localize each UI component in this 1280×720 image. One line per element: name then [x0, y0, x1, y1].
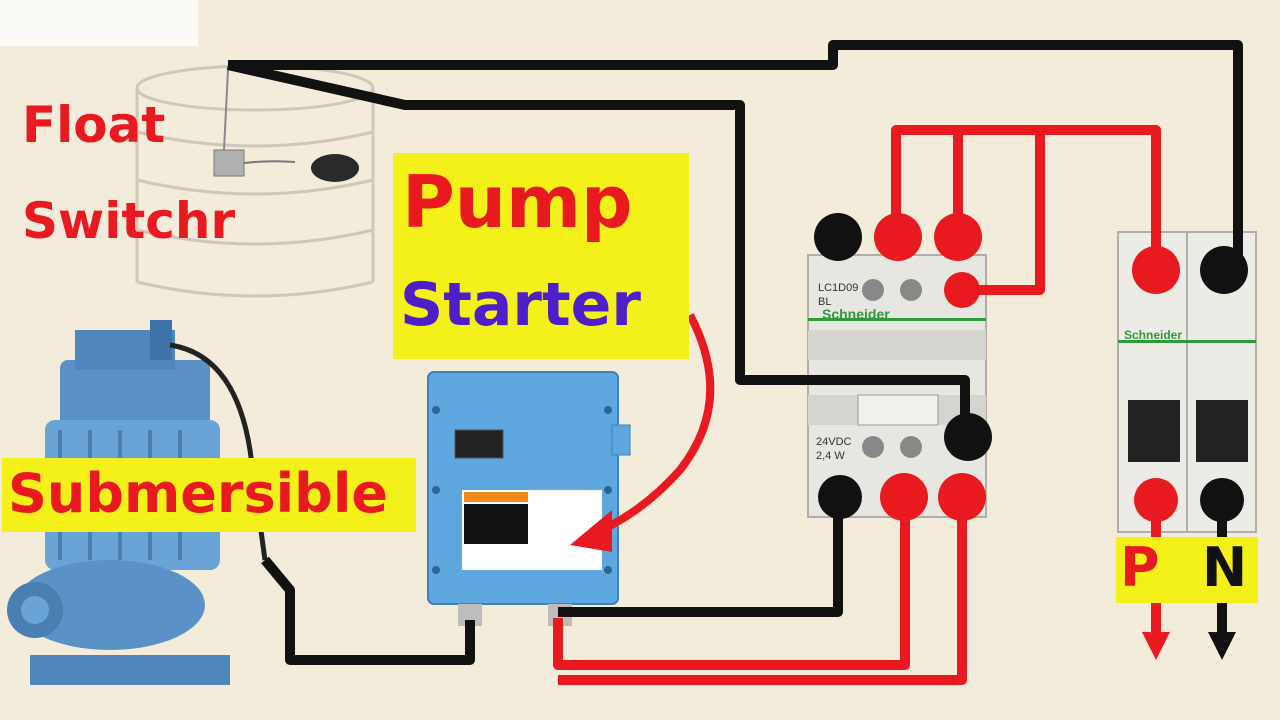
contactor-model-line2: BL — [818, 296, 832, 308]
float-switch-icon — [213, 69, 359, 182]
neutral-label: N — [1202, 536, 1248, 599]
pump-starter-highlight — [393, 153, 689, 359]
phase-label: P — [1120, 536, 1160, 599]
starter-label: Starter — [400, 270, 641, 340]
pointer-arrow — [570, 313, 715, 552]
contactor-coil-line2: 2,4 W — [816, 450, 845, 462]
float-switch-label-line1: Float — [22, 96, 166, 154]
red-wires — [553, 125, 1161, 685]
submersible-label: Submersible — [8, 462, 388, 525]
output-arrows — [1142, 632, 1236, 660]
submersible-pump-illustration — [7, 320, 268, 685]
submersible-highlight — [2, 458, 416, 532]
pump-label: Pump — [402, 160, 633, 244]
contactor-model-line1: LC1D09 — [818, 282, 859, 294]
terminal-dots — [814, 213, 1248, 522]
breaker-brand: Schneider — [1124, 328, 1183, 342]
black-wires — [226, 40, 1243, 665]
pn-highlight — [1116, 537, 1258, 603]
starter-box-illustration — [427, 371, 631, 626]
contactor-brand: Schneider — [822, 306, 890, 322]
contactor-coil-line1: 24VDC — [816, 436, 852, 448]
float-switch-label-line2: Switchr — [22, 192, 236, 250]
corner-blank-panel — [0, 0, 198, 46]
